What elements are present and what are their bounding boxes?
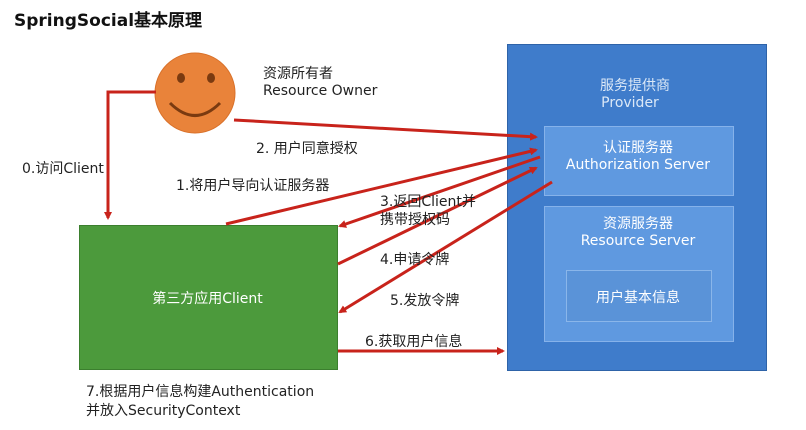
user-info-box [566,270,712,322]
step-5-label: 5.发放令牌 [390,293,460,309]
step-6-label: 6.获取用户信息 [365,334,463,350]
resource-owner-label: 资源所有者 [263,66,333,82]
authorization-server-sublabel: Authorization Server [565,157,711,173]
client-app-label: 第三方应用Client [152,291,263,307]
arrow-step-5 [338,180,553,314]
arrow-step-0 [104,90,156,220]
authorization-server-box [544,126,734,196]
provider-sublabel: Provider [601,95,659,111]
step-7-label-line1: 7.根据用户信息构建Authentication [86,384,315,400]
arrow-step-3 [338,155,541,228]
arrow-step-2 [233,118,538,141]
user-info-label: 用户基本信息 [596,290,680,306]
step-1-label: 1.将用户导向认证服务器 [176,178,330,194]
diagram-title: SpringSocial基本原理 [14,11,203,31]
provider-label: 服务提供商 [600,78,670,94]
arrow-step-4 [337,166,538,266]
authorization-server-label: 认证服务器 [603,140,673,156]
arrow-step-1 [225,147,538,226]
step-2-label: 2. 用户同意授权 [256,141,358,157]
step-3-label-line2: 携带授权码 [380,212,450,228]
client-app-box [79,225,338,370]
step-7-label-line2: 并放入SecurityContext [86,403,241,419]
step-0-label: 0.访问Client [22,161,104,177]
resource-server-sublabel: Resource Server [580,233,696,249]
resource-owner-smiley-icon [154,52,236,134]
step-4-label: 4.申请令牌 [380,252,450,268]
resource-server-label: 资源服务器 [603,216,673,232]
step-3-label-line1: 3.返回Client并 [380,194,476,210]
resource-owner-sublabel: Resource Owner [263,83,378,99]
